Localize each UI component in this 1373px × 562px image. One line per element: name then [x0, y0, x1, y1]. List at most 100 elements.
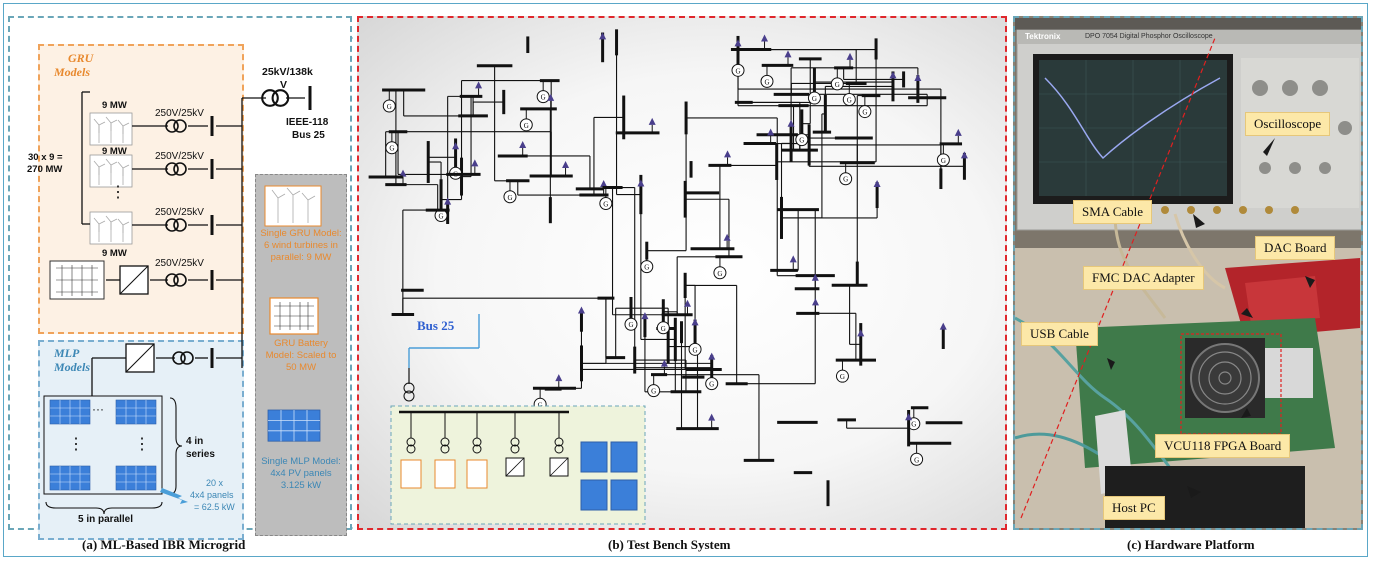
gru-subtitle: Models	[54, 65, 90, 80]
load-arrow	[555, 374, 562, 381]
load-arrow	[471, 159, 478, 166]
load-arrow	[724, 234, 731, 241]
series-label-2: series	[186, 449, 215, 460]
panels-note-3: = 62.5 kW	[194, 502, 235, 512]
load-arrow	[857, 329, 864, 336]
generator-label: G	[661, 325, 666, 333]
load-arrow	[578, 306, 585, 313]
generator-label: G	[941, 157, 946, 165]
generator-label: G	[644, 264, 649, 272]
load-arrow	[790, 255, 797, 262]
ieee-118-bus-network: GGGGGGGGGGGGGGGGGGGGGGGGGGGGG	[359, 18, 1009, 532]
xfmr-label-2: 250V/25kV	[155, 151, 204, 162]
generator-label: G	[847, 96, 852, 104]
turbine-rating-1: 9 MW	[102, 100, 127, 111]
callout-oscilloscope: Oscilloscope	[1245, 112, 1330, 136]
load-arrow	[519, 141, 526, 148]
callout-host-pc: Host PC	[1103, 496, 1165, 520]
generator-label: G	[835, 81, 840, 89]
mlp-subtitle: Models	[54, 360, 90, 375]
load-arrow	[708, 414, 715, 421]
load-arrow	[475, 81, 482, 88]
generator-label: G	[709, 381, 714, 389]
microgrid-schematic	[10, 18, 354, 532]
turbine-ellipsis: ⋮	[110, 182, 126, 202]
legend-battery-text: GRU Battery Model: Scaled to 50 MW	[260, 338, 342, 374]
load-arrow	[562, 161, 569, 168]
load-arrow	[961, 151, 968, 158]
caption-panel-b: (b) Test Bench System	[608, 537, 730, 553]
load-arrow	[649, 118, 656, 125]
callout-usb-cable: USB Cable	[1021, 322, 1098, 346]
caption-panel-a: (a) ML-Based IBR Microgrid	[82, 537, 245, 553]
load-arrow	[767, 129, 774, 136]
load-arrow	[452, 142, 459, 149]
generator-label: G	[389, 145, 394, 153]
generator-label: G	[541, 94, 546, 102]
load-arrow	[889, 71, 896, 78]
xfmr-label-4: 250V/25kV	[155, 258, 204, 269]
ieee-label: IEEE-118	[286, 117, 328, 128]
parallel-label: 5 in parallel	[78, 514, 133, 525]
load-arrow	[600, 180, 607, 187]
generator-label: G	[840, 373, 845, 381]
scope-brand: Tektronix	[1025, 32, 1060, 41]
callout-fmc-dac-adapter: FMC DAC Adapter	[1083, 266, 1204, 290]
load-arrow	[761, 35, 768, 42]
xfmr-label-1: 250V/25kV	[155, 108, 204, 119]
load-arrow	[599, 32, 606, 39]
callout-dac-board: DAC Board	[1255, 236, 1335, 260]
scope-model: DPO 7054 Digital Phosphor Oscilloscope	[1085, 33, 1213, 40]
caption-panel-c: (c) Hardware Platform	[1127, 537, 1255, 553]
main-xfmr-label-v: V	[280, 79, 287, 91]
generator-label: G	[764, 78, 769, 86]
capacity-label-2: 270 MW	[27, 164, 62, 175]
load-arrow	[940, 323, 947, 330]
load-arrow	[724, 150, 731, 157]
generator-label: G	[387, 103, 392, 111]
generator-label: G	[843, 176, 848, 184]
generator-label: G	[651, 388, 656, 396]
generator-label: G	[717, 270, 722, 278]
generator-label: G	[812, 95, 817, 103]
callout-sma-cable: SMA Cable	[1073, 200, 1152, 224]
generator-label: G	[735, 67, 740, 75]
generator-label: G	[439, 213, 444, 221]
panels-note-2: 4x4 panels	[190, 490, 234, 500]
load-arrow	[785, 50, 792, 57]
panel-a-microgrid: GRU Models 9 MW 9 MW 9 MW 250V/25kV 250V…	[8, 16, 352, 530]
load-arrow	[874, 180, 881, 187]
load-arrow	[914, 74, 921, 81]
series-label-1: 4 in	[186, 436, 203, 447]
load-arrow	[641, 312, 648, 319]
turbine-rating-3: 9 MW	[102, 248, 127, 259]
bus-25-label: Bus 25	[417, 318, 454, 334]
generator-label: G	[862, 109, 867, 117]
generator-label: G	[524, 122, 529, 130]
legend-mlp-text: Single MLP Model: 4x4 PV panels 3.125 kW	[260, 456, 342, 492]
load-arrow	[708, 353, 715, 360]
load-arrow	[637, 180, 644, 187]
panels-note-1: 20 x	[206, 478, 223, 488]
mlp-title: MLP	[54, 346, 79, 361]
load-arrow	[444, 198, 451, 205]
pv-ellipsis-v1: ⋮	[68, 434, 84, 454]
generator-label: G	[911, 421, 916, 429]
generator-label: G	[914, 456, 919, 464]
callout-vcu118-fpga-board: VCU118 FPGA Board	[1155, 434, 1290, 458]
generator-label: G	[628, 321, 633, 329]
load-arrow	[955, 129, 962, 136]
turbine-group-1	[90, 113, 132, 145]
turbine-rating-2: 9 MW	[102, 146, 127, 157]
legend-gru-text: Single GRU Model: 6 wind turbines in par…	[260, 228, 342, 264]
capacity-label-1: 30 x 9 =	[28, 152, 63, 163]
panel-b-test-bench: GGGGGGGGGGGGGGGGGGGGGGGGGGGGG Bus 25	[357, 16, 1007, 530]
generator-label: G	[603, 201, 608, 209]
load-arrow	[692, 318, 699, 325]
generator-label: G	[799, 137, 804, 145]
pv-ellipsis-v2: ⋮	[134, 434, 150, 454]
ieee-bus-label: Bus 25	[292, 130, 325, 141]
load-arrow	[846, 53, 853, 60]
gru-title: GRU	[68, 51, 93, 66]
main-xfmr-label: 25kV/138k	[262, 66, 313, 78]
